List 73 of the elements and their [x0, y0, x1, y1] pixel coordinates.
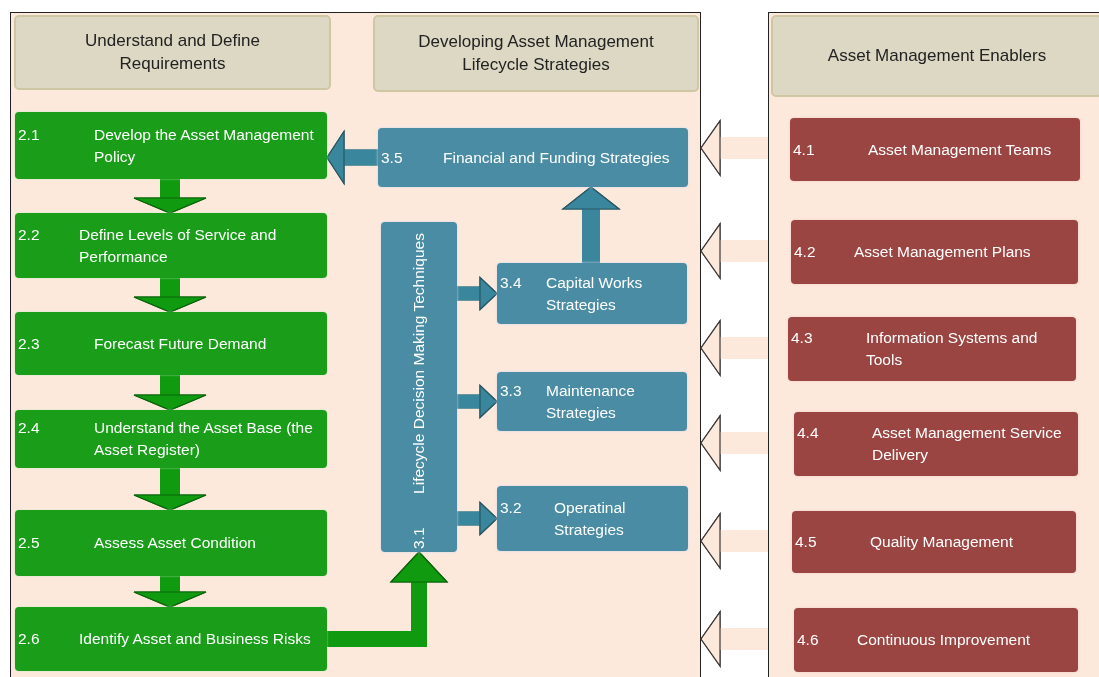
step-box [15, 607, 327, 671]
step-box [497, 263, 687, 324]
step-number: 4.1 [792, 139, 816, 160]
block-arrow [457, 501, 498, 536]
block-arrow [700, 320, 768, 376]
block-arrow [700, 415, 768, 471]
step-label: Asset Management Plans [854, 242, 1032, 263]
block-arrow [327, 551, 448, 647]
step-box [794, 412, 1078, 476]
step-box [794, 608, 1078, 672]
block-arrow [562, 186, 620, 263]
step-box [15, 510, 327, 576]
step-box [791, 220, 1078, 284]
step-box [497, 372, 687, 431]
step-box [792, 511, 1076, 573]
column-header: Developing Asset Management Lifecycle Strategies [373, 15, 699, 92]
block-arrow [133, 278, 207, 313]
block-arrow [700, 513, 768, 569]
step-label: Continuous Improvement [857, 630, 1032, 651]
step-box [790, 118, 1080, 181]
step-label: Financial and Funding Strategies [443, 147, 671, 168]
step-number: 3.5 [380, 147, 404, 168]
step-number: 2.5 [17, 533, 41, 554]
step-label: Forecast Future Demand [94, 333, 268, 354]
step-number: 2.2 [17, 224, 41, 245]
step-label: Capital Works Strategies [546, 272, 644, 315]
step-label: Identify Asset and Business Risks [79, 629, 312, 650]
step-label: Maintenance Strategies [546, 380, 636, 423]
step-label: Quality Management [870, 532, 1015, 553]
step-number: 2.6 [17, 629, 41, 650]
block-arrow [133, 576, 207, 608]
step-box [378, 128, 688, 187]
step-number: 4.6 [796, 630, 820, 651]
step-box [15, 213, 327, 278]
step-label: Lifecycle Decision Making Techniques [409, 232, 429, 496]
step-number: 2.1 [17, 124, 41, 145]
step-box [381, 222, 457, 552]
block-arrow [133, 179, 207, 214]
column-header: Asset Management Enablers [771, 15, 1099, 97]
step-number: 3.3 [499, 380, 523, 401]
step-number: 3.4 [499, 272, 523, 293]
panel-background [10, 12, 701, 677]
step-box [497, 486, 688, 551]
block-arrow [700, 223, 768, 279]
step-box [788, 317, 1076, 381]
step-number: 3.1 [409, 526, 429, 551]
step-label: Asset Management Service Delivery [872, 423, 1063, 465]
step-label: Define Levels of Service and Performance [79, 224, 278, 267]
block-arrow [326, 130, 378, 185]
step-number: 2.4 [17, 418, 41, 439]
block-arrow [457, 384, 498, 419]
step-box [15, 410, 327, 468]
block-arrow [133, 468, 207, 511]
step-number: 4.4 [796, 423, 820, 444]
step-box [15, 112, 327, 179]
step-label: Develop the Asset Management Policy [94, 124, 315, 167]
step-label: Assess Asset Condition [94, 533, 257, 554]
step-label: Information Systems and Tools [866, 328, 1039, 370]
column-header: Understand and Define Requirements [14, 15, 331, 90]
block-arrow [133, 375, 207, 411]
panel-background [768, 12, 1099, 677]
step-box [15, 312, 327, 375]
step-number: 4.5 [794, 532, 818, 553]
step-number: 3.2 [499, 497, 523, 518]
step-label: Understand the Asset Base (the Asset Register) [94, 418, 314, 460]
block-arrow [457, 276, 498, 311]
step-label: Operatinal Strategies [554, 497, 627, 540]
step-number: 2.3 [17, 333, 41, 354]
step-label: Asset Management Teams [868, 139, 1053, 160]
step-number: 4.3 [790, 328, 814, 349]
step-number: 4.2 [793, 242, 817, 263]
block-arrow [700, 611, 768, 667]
block-arrow [700, 120, 768, 176]
